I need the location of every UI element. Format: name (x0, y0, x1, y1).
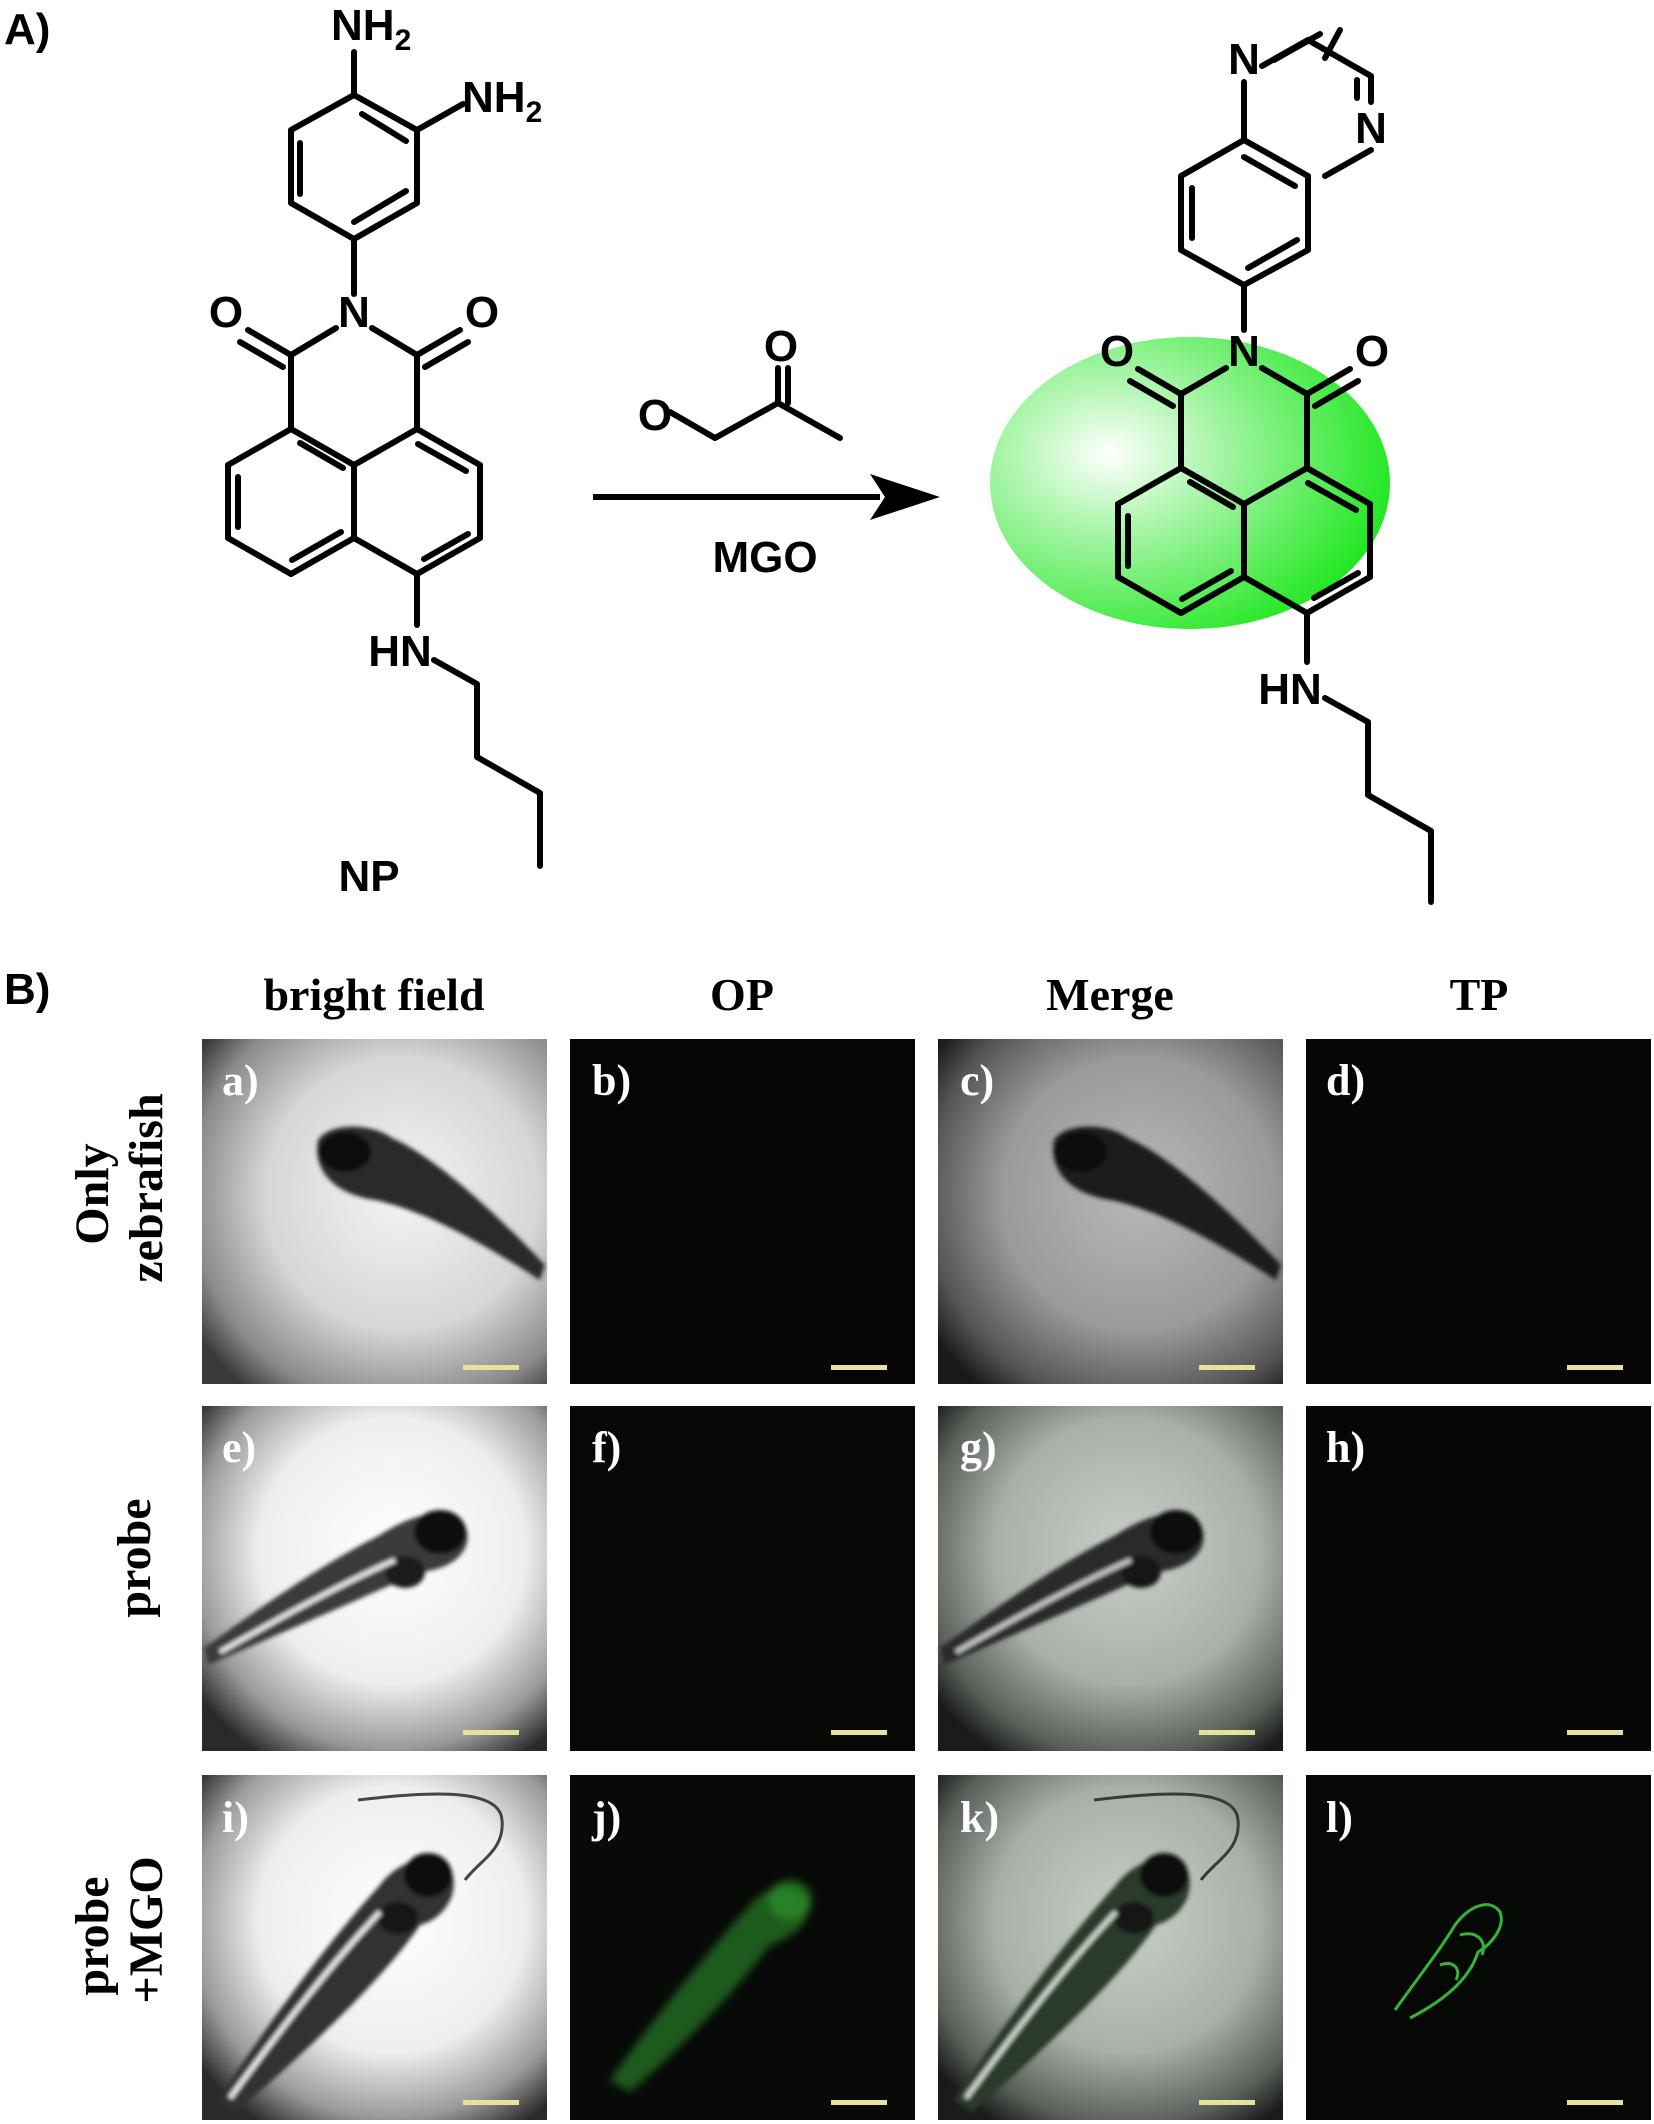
scale-bar (831, 2100, 887, 2105)
fluorescent-outline (1393, 1903, 1503, 2020)
column-header-merge: Merge (1046, 969, 1174, 1020)
reactant-carbonyl-o-2: O (465, 288, 499, 337)
reagent-ketone-o: O (764, 322, 798, 371)
scale-bar (463, 1730, 519, 1735)
panel-a (202, 1039, 547, 1384)
fluorescent-larva (610, 1880, 812, 2092)
panel-letter-j: j) (591, 1793, 621, 1842)
product-atom-labels: N N N O O HN (1100, 35, 1389, 714)
reactant-atom-labels: NH2 NH2 N O O HN NP (209, 1, 542, 901)
zebrafish-larva (1053, 1126, 1281, 1280)
panel-h (1306, 1406, 1651, 1751)
zebrafish-larva (218, 1853, 454, 2112)
product-imide-n: N (1228, 327, 1260, 376)
panel-letter-e: e) (222, 1423, 256, 1472)
panel-letter-f: f) (592, 1423, 621, 1472)
panel-f (570, 1406, 915, 1751)
panel-letter-a: a) (222, 1056, 259, 1105)
panel-letter-h: h) (1326, 1423, 1365, 1472)
panel-letters: a) b) c) d) e) f) g) h) i) j) k) l) (222, 1056, 1365, 1842)
reactant-name: NP (338, 852, 399, 901)
reaction-arrow (593, 474, 940, 520)
row-label-only-zebrafish: Only zebrafish (66, 1093, 173, 1282)
panel-g (938, 1406, 1283, 1751)
scale-bar (1199, 1730, 1255, 1735)
product-pyrazine-n-2: N (1355, 104, 1387, 153)
panel-k (938, 1775, 1283, 2120)
panel-e (202, 1406, 547, 1751)
tail-fiber (357, 1792, 504, 1881)
panel-letter-c: c) (960, 1056, 994, 1105)
imaging-label: B) (4, 965, 50, 1014)
product-hn: HN (1258, 665, 1322, 714)
reactant-structure (225, 49, 543, 869)
column-headers: bright field OP Merge TP (263, 969, 1508, 1020)
scale-bar (1567, 1730, 1623, 1735)
scale-bar (1567, 1365, 1623, 1370)
scale-bar (831, 1365, 887, 1370)
product-carbonyl-o-2: O (1355, 327, 1389, 376)
column-header-op: OP (710, 969, 774, 1020)
reactant-hn: HN (368, 627, 432, 676)
zebrafish-larva (954, 1853, 1190, 2112)
product-pyrazine-n-1: N (1228, 35, 1260, 84)
panel-b (570, 1039, 915, 1384)
tail-fiber (1093, 1792, 1240, 1881)
column-header-bright-field: bright field (263, 969, 484, 1020)
zebrafish-larva (940, 1510, 1204, 1665)
column-header-tp: TP (1450, 969, 1509, 1020)
panel-i (202, 1775, 547, 2120)
reactant-amine-1: NH2 (331, 1, 411, 57)
scheme-label: A) (4, 5, 50, 54)
zebrafish-larva (204, 1510, 468, 1665)
scale-bar (1567, 2100, 1623, 2105)
product-carbonyl-o-1: O (1100, 327, 1134, 376)
panel-letter-g: g) (960, 1423, 997, 1472)
scale-bar (463, 1365, 519, 1370)
scale-bar (1199, 2100, 1255, 2105)
reagent-structure (667, 365, 843, 441)
row-label-probe: probe (108, 1498, 161, 1617)
scale-bar (463, 2100, 519, 2105)
reactant-carbonyl-o-1: O (209, 288, 243, 337)
reactant-amine-2: NH2 (462, 73, 542, 129)
panel-l (1306, 1775, 1651, 2120)
panel-letter-l: l) (1326, 1793, 1353, 1842)
zebrafish-larva (317, 1126, 545, 1280)
panel-c (938, 1039, 1283, 1384)
panel-letter-k: k) (960, 1793, 999, 1842)
scale-bar (831, 1730, 887, 1735)
row-labels: Only zebrafish probe probe +MGO (66, 1093, 173, 2003)
panel-letter-d: d) (1326, 1056, 1365, 1105)
reagent-name: MGO (712, 533, 817, 582)
reagent-aldehyde-o: O (638, 391, 672, 440)
panel-letter-i: i) (222, 1793, 249, 1842)
product-structure (1115, 27, 1434, 905)
reactant-imide-n: N (338, 288, 370, 337)
panel-letter-b: b) (592, 1056, 631, 1105)
panel-d (1306, 1039, 1651, 1384)
scale-bar (1199, 1365, 1255, 1370)
panel-j (570, 1775, 915, 2120)
row-label-probe-mgo: probe +MGO (66, 1856, 173, 2003)
